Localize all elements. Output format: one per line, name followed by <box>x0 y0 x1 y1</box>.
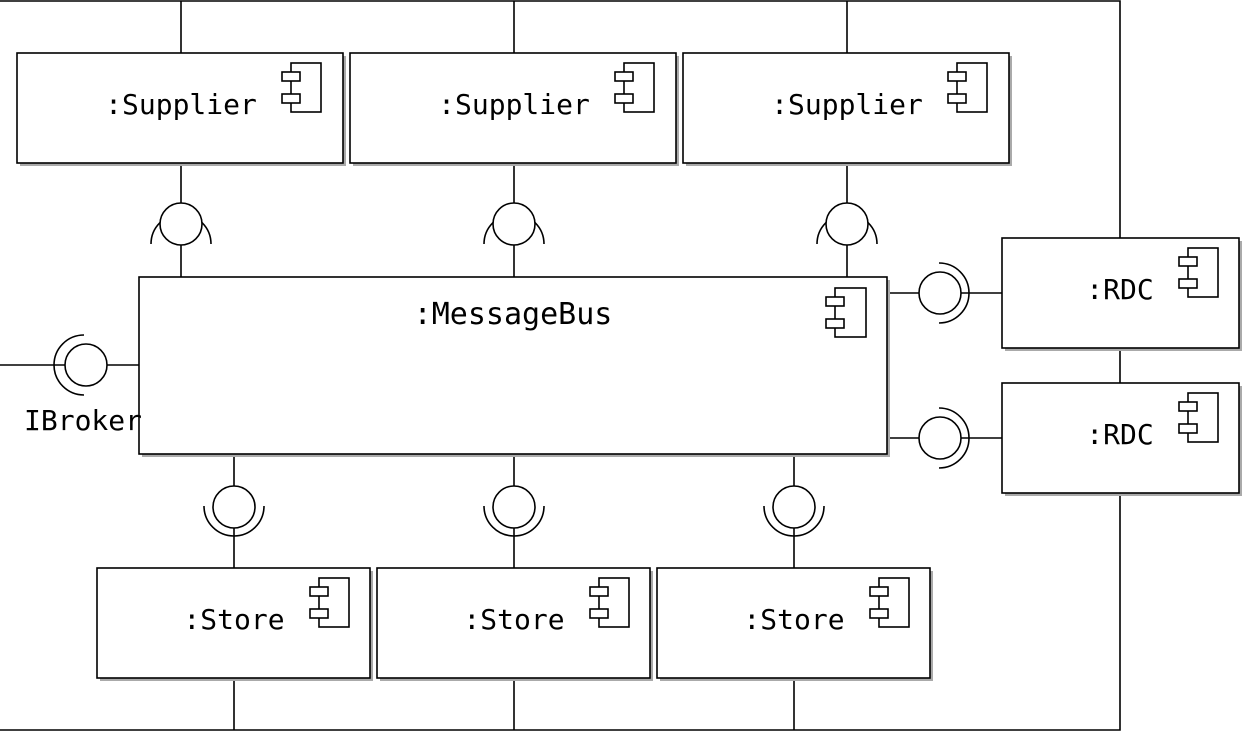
assembly-connector-supplier-2 <box>483 202 545 246</box>
component-icon <box>309 577 350 628</box>
assembly-connector-rdc-2 <box>918 407 970 469</box>
store-label: :Store <box>183 603 284 636</box>
supplier-label: :Supplier <box>771 88 923 121</box>
store-component: :Store <box>96 567 373 681</box>
store-label: :Store <box>463 603 564 636</box>
rdc-component: :RDC <box>1001 237 1242 351</box>
supplier-component: :Supplier <box>349 52 679 166</box>
component-icon <box>589 577 630 628</box>
supplier-component: :Supplier <box>682 52 1012 166</box>
supplier-component: :Supplier <box>16 52 346 166</box>
outer-frame <box>0 0 1121 731</box>
supplier-label: :Supplier <box>105 88 257 121</box>
ibroker-port <box>53 334 108 396</box>
store-component: :Store <box>376 567 653 681</box>
messagebus-component: :MessageBus <box>138 276 890 457</box>
store-component: :Store <box>656 567 933 681</box>
component-icon <box>281 62 322 113</box>
assembly-connector-store-3 <box>763 485 825 537</box>
assembly-connector-store-1 <box>203 485 265 537</box>
assembly-connector-supplier-1 <box>150 202 212 246</box>
component-icon <box>869 577 910 628</box>
component-icon <box>1178 392 1219 443</box>
rdc-component: :RDC <box>1001 382 1242 496</box>
assembly-connector-supplier-3 <box>816 202 878 246</box>
component-icon <box>614 62 655 113</box>
component-icon <box>825 287 867 338</box>
messagebus-label: :MessageBus <box>414 297 613 332</box>
supplier-label: :Supplier <box>438 88 590 121</box>
assembly-connector-rdc-1 <box>918 262 970 324</box>
store-label: :Store <box>743 603 844 636</box>
component-icon <box>1178 247 1219 298</box>
ibroker-label: IBroker <box>24 404 142 437</box>
assembly-connector-store-2 <box>483 485 545 537</box>
component-icon <box>947 62 988 113</box>
rdc-label: :RDC <box>1086 418 1153 451</box>
rdc-label: :RDC <box>1086 273 1153 306</box>
